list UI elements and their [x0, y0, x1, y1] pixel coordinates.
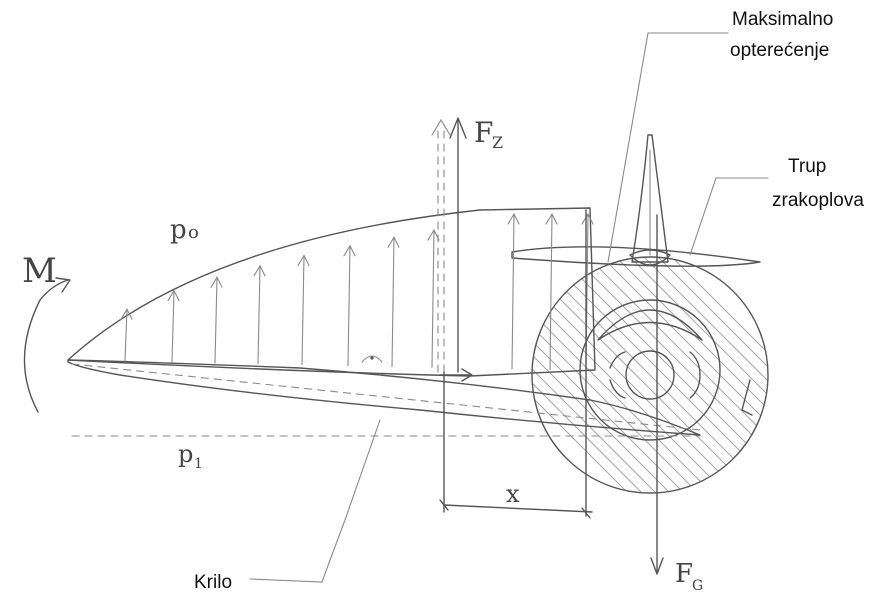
hatch-line: [561, 257, 768, 493]
hatch-line: [575, 257, 768, 493]
moment-symbol: M: [22, 251, 57, 291]
fuselage-leader: [689, 177, 769, 256]
hatch-line: [645, 257, 768, 493]
pressure-vector: [297, 254, 310, 366]
hatch-line: [631, 257, 768, 493]
weight-symbol: F: [675, 559, 693, 589]
fuselage-left-bracket: [609, 351, 626, 369]
fuselage-inner-ring: [579, 299, 721, 441]
pressure-vector: [343, 244, 356, 367]
fuselage: [531, 256, 769, 494]
right-angle-marker: [361, 355, 383, 363]
label-fuselage-line2: zrakoplova: [772, 190, 864, 211]
max-load-leader: [607, 32, 729, 263]
hatch-line: [603, 257, 768, 493]
fuselage-outline: [531, 256, 769, 494]
pressure-vector: [120, 308, 133, 362]
pressure-bottom-symbol: p: [178, 440, 193, 468]
hatch-line: [532, 257, 753, 493]
lift-symbol: F: [474, 116, 493, 149]
hatch-line: [533, 257, 768, 493]
pressure-top-subscript: o: [188, 222, 199, 243]
label-fuselage-line1: Trup: [788, 156, 826, 177]
label-wing: Krilo: [194, 572, 232, 593]
hatch-line: [532, 257, 767, 493]
lift-subscript: Z: [492, 133, 503, 152]
hatch-line: [532, 257, 641, 493]
pressure-vector: [387, 236, 400, 368]
pressure-vector: [427, 228, 440, 368]
fuselage-hatching: [532, 257, 768, 493]
tail-fin: [631, 134, 669, 263]
hatch-line: [532, 257, 655, 493]
distance-dimension: [439, 209, 593, 519]
distance-symbol: x: [506, 480, 520, 508]
pressure-vector: [253, 264, 266, 365]
pressure-vector: [545, 212, 558, 371]
moment-arrow: [23, 277, 71, 413]
pressure-bottom-subscript: 1: [194, 456, 203, 472]
hatch-line: [617, 257, 768, 493]
hatch-line: [532, 257, 725, 493]
fuselage-center-hub: [625, 350, 675, 400]
wing-airfoil: [67, 207, 701, 436]
label-max-load-line2: opterećenje: [730, 40, 829, 61]
weight-vector: [650, 214, 664, 575]
hatch-line: [532, 257, 669, 493]
pressure-vector: [167, 289, 180, 363]
fuselage-inner-arc: [597, 309, 703, 341]
hatch-line: [532, 257, 739, 493]
right-angle-dot: [370, 356, 374, 360]
fuselage-left-bracket-lower: [609, 379, 626, 399]
chord-force-arrow: [439, 368, 473, 382]
pressure-vector: [210, 276, 223, 364]
hatch-line: [532, 257, 697, 493]
fuselage-right-notch: [741, 379, 753, 416]
hatch-line: [532, 257, 768, 493]
fuselage-right-bracket: [689, 351, 701, 399]
horizontal-stabilizer: [511, 246, 761, 267]
label-max-load-line1: Maksimalno: [732, 9, 833, 30]
wing-leader: [249, 419, 381, 583]
weight-subscript: G: [692, 578, 703, 594]
pressure-top-symbol: p: [170, 215, 187, 245]
lift-vector: [431, 117, 467, 373]
pressure-vector: [507, 212, 520, 370]
hatch-line: [532, 257, 683, 493]
hatch-line: [659, 257, 768, 493]
